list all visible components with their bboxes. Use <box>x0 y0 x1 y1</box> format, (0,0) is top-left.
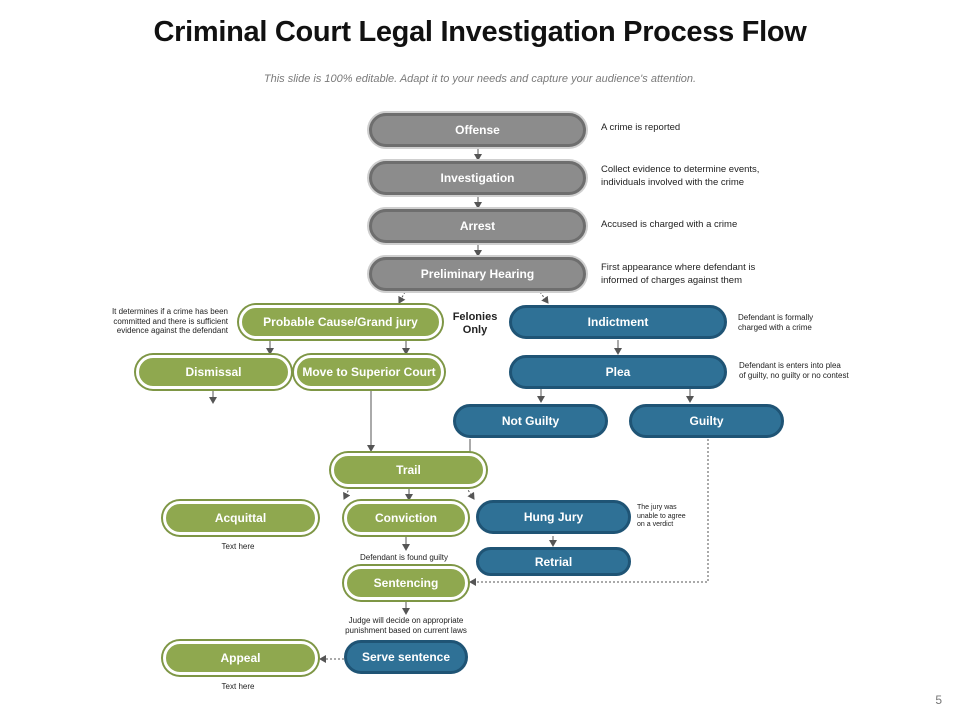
sentencing-note-line-1: Judge will decide on appropriate <box>348 616 464 625</box>
indictment-note: Defendant is formally charged with a cri… <box>738 313 813 332</box>
offense-note: A crime is reported <box>601 122 681 133</box>
connector-guilty-sentencing <box>469 439 709 586</box>
arrest-note: Accused is charged with a crime <box>601 219 738 230</box>
preliminary-note-line-1: First appearance where defendant is <box>601 262 756 273</box>
probable-cause-node: Probable Cause/Grand jury <box>239 305 442 339</box>
felonies-line-2: Only <box>462 324 488 336</box>
not-guilty-node: Not Guilty <box>453 404 608 438</box>
hung-jury-note: The jury was unable to agree on a verdic… <box>637 504 686 530</box>
probable-cause-note: It determines if a crime has been commit… <box>60 307 228 336</box>
appeal-node: Appeal <box>163 641 318 675</box>
felonies-line-1: Felonies <box>452 311 498 323</box>
acquittal-note: Text here <box>221 542 255 551</box>
serve-sentence-node: Serve sentence <box>344 640 468 674</box>
conviction-node: Conviction <box>344 501 468 535</box>
preliminary-note-line-2: informed of charges against them <box>601 274 742 286</box>
plea-note-line-2: of guilty, no guilty or no contest <box>739 370 849 380</box>
dismissal-node: Dismissal <box>136 355 291 389</box>
plea-note: Defendant is enters into plea of guilty,… <box>739 361 849 380</box>
connector-trail-hungjury <box>465 486 475 500</box>
connector-preliminary-probable <box>398 291 406 304</box>
acquittal-node: Acquittal <box>163 501 318 535</box>
retrial-node: Retrial <box>476 547 631 576</box>
indictment-note-line-2: charged with a crime <box>738 322 812 332</box>
sentencing-note-line-2: punishment based on current laws <box>345 625 467 635</box>
hung-note-line-3: on a verdict <box>637 521 674 528</box>
appeal-note: Text here <box>221 682 255 691</box>
investigation-node: Investigation <box>369 161 586 195</box>
plea-node: Plea <box>509 355 727 389</box>
page-number: 5 <box>935 693 942 707</box>
conviction-note: Defendant is found guilty <box>359 553 449 562</box>
indictment-note-line-1: Defendant is formally <box>738 313 814 322</box>
probable-note-line-3: evidence against the defendant <box>116 326 228 335</box>
plea-note-line-1: Defendant is enters into plea <box>739 361 841 370</box>
trail-node: Trail <box>331 453 486 487</box>
preliminary-hearing-node: Preliminary Hearing <box>369 257 586 291</box>
page-subtitle: This slide is 100% editable. Adapt it to… <box>263 73 697 85</box>
hung-jury-node: Hung Jury <box>476 500 631 534</box>
sentencing-node: Sentencing <box>344 566 468 600</box>
guilty-node: Guilty <box>629 404 784 438</box>
connector-trail-acquittal <box>343 486 351 500</box>
connector-preliminary-indictment <box>539 291 549 304</box>
hung-note-line-2: unable to agree <box>637 512 686 520</box>
investigation-note-line-2: individuals involved with the crime <box>601 176 745 188</box>
felonies-only-label: Felonies Only <box>448 311 502 337</box>
investigation-note-line-1: Collect evidence to determine events, <box>601 164 760 175</box>
probable-note-line-1: It determines if a crime has been <box>111 307 228 316</box>
preliminary-hearing-note: First appearance where defendant is info… <box>601 262 755 287</box>
offense-node: Offense <box>369 113 586 147</box>
move-to-superior-court-node: Move to Superior Court <box>294 355 444 389</box>
investigation-note: Collect evidence to determine events, in… <box>601 164 759 189</box>
indictment-node: Indictment <box>509 305 727 339</box>
hung-note-line-1: The jury was <box>637 504 677 511</box>
sentencing-note: Judge will decide on appropriate punishm… <box>318 616 494 635</box>
page-title: Criminal Court Legal Investigation Proce… <box>153 16 807 48</box>
arrest-node: Arrest <box>369 209 586 243</box>
probable-note-line-2: committed and there is sufficient <box>113 316 228 326</box>
